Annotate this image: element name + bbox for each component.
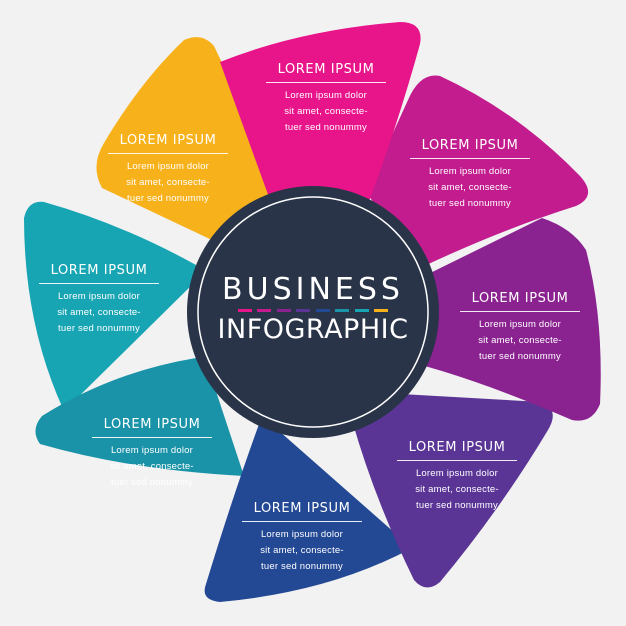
segment-magenta xyxy=(220,22,421,204)
center-title-line2: INFOGRAPHIC xyxy=(217,314,409,345)
center-title-line1: BUSINESS xyxy=(222,272,404,307)
segment-purple-magenta xyxy=(366,75,589,268)
segment-text: Lorem ipsum dolor sit amet, consecte- tu… xyxy=(478,319,562,362)
segment-title: LOREM IPSUM xyxy=(242,501,362,522)
segment-text: Lorem ipsum dolor sit amet, consecte- tu… xyxy=(415,468,499,511)
segment-title: LOREM IPSUM xyxy=(410,138,530,159)
segment-violet xyxy=(352,392,553,588)
color-dash xyxy=(238,309,252,312)
segment-label: LOREM IPSUM Lorem ipsum dolor sit amet, … xyxy=(92,417,212,491)
segment-text: Lorem ipsum dolor sit amet, consecte- tu… xyxy=(126,161,210,204)
segment-title: LOREM IPSUM xyxy=(460,291,580,312)
segment-title: LOREM IPSUM xyxy=(108,133,228,154)
segment-text: Lorem ipsum dolor sit amet, consecte- tu… xyxy=(284,90,368,133)
segment-text: Lorem ipsum dolor sit amet, consecte- tu… xyxy=(57,291,141,334)
segment-text: Lorem ipsum dolor sit amet, consecte- tu… xyxy=(428,166,512,209)
segment-label: LOREM IPSUM Lorem ipsum dolor sit amet, … xyxy=(397,440,517,514)
segment-label: LOREM IPSUM Lorem ipsum dolor sit amet, … xyxy=(410,138,530,212)
color-dash xyxy=(296,309,311,312)
segment-label: LOREM IPSUM Lorem ipsum dolor sit amet, … xyxy=(460,291,580,365)
segment-teal-dark xyxy=(35,358,244,476)
hub-circle xyxy=(187,186,439,438)
segment-title: LOREM IPSUM xyxy=(92,417,212,438)
segment-label: LOREM IPSUM Lorem ipsum dolor sit amet, … xyxy=(108,133,228,207)
segment-label: LOREM IPSUM Lorem ipsum dolor sit amet, … xyxy=(242,501,362,575)
color-dash xyxy=(335,309,350,312)
color-dash xyxy=(315,309,330,312)
segment-label: LOREM IPSUM Lorem ipsum dolor sit amet, … xyxy=(39,263,159,337)
segment-text: Lorem ipsum dolor sit amet, consecte- tu… xyxy=(110,445,194,488)
color-dash xyxy=(276,309,291,312)
color-dash xyxy=(257,309,272,312)
segment-blue xyxy=(204,416,412,602)
segment-purple xyxy=(410,218,601,421)
color-dash xyxy=(373,309,388,312)
segment-title: LOREM IPSUM xyxy=(39,263,159,284)
segment-label: LOREM IPSUM Lorem ipsum dolor sit amet, … xyxy=(266,62,386,136)
hub-ring xyxy=(197,196,429,428)
segment-text: Lorem ipsum dolor sit amet, consecte- tu… xyxy=(260,529,344,572)
color-dash xyxy=(354,309,369,312)
segment-title: LOREM IPSUM xyxy=(397,440,517,461)
color-dashes xyxy=(238,309,388,313)
segment-teal-light xyxy=(24,201,198,411)
segment-title: LOREM IPSUM xyxy=(266,62,386,83)
